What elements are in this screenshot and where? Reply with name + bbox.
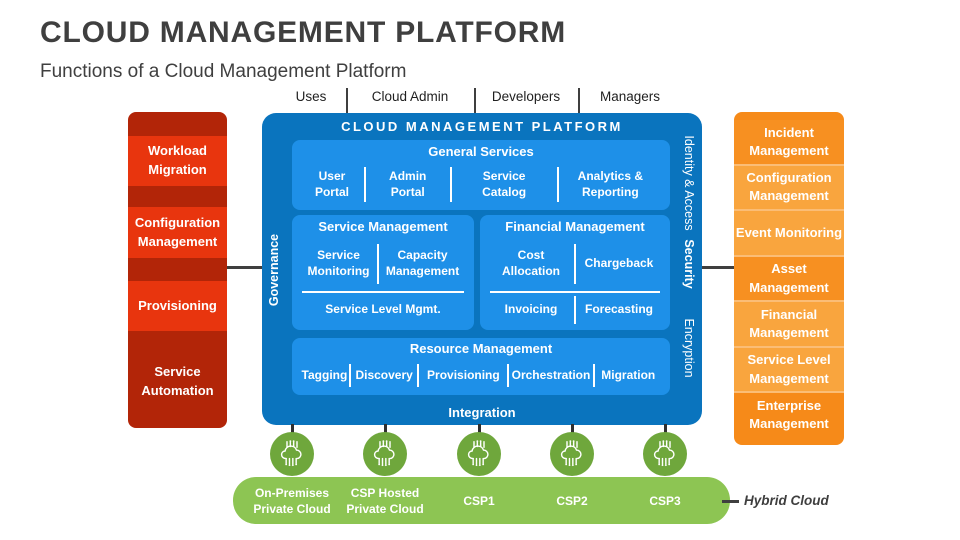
user-label-cloud-admin: Cloud Admin xyxy=(371,89,449,104)
sidebar-divider xyxy=(734,254,844,257)
left-connector-line xyxy=(227,266,262,269)
integration-label: Integration xyxy=(448,405,516,420)
service-management-row1: Service Monitoring Capacity Management xyxy=(300,241,466,287)
cloud-label-csp1: CSP1 xyxy=(463,493,495,508)
service-management-panel: Service Management Service Monitoring Ca… xyxy=(292,215,474,330)
general-services-item: Service Catalog xyxy=(482,168,527,199)
panel-divider xyxy=(574,244,576,284)
service-management-item: Capacity Management xyxy=(385,248,460,278)
cloud-label-csp-hosted: CSP Hosted Private Cloud xyxy=(346,485,424,516)
sidebar-divider xyxy=(734,209,844,212)
financial-management-item: Cost Allocation xyxy=(501,248,560,278)
panel-divider xyxy=(377,244,380,284)
sidebar-divider xyxy=(734,391,844,394)
left-sidebar: Workload Migration Configuration Managem… xyxy=(128,112,227,428)
general-services-item: Analytics & Reporting xyxy=(577,168,644,199)
cloud-connector-line xyxy=(291,424,294,434)
cloud-connector-line xyxy=(664,424,667,434)
cloud-network-icon xyxy=(457,432,501,476)
service-management-item: Service Level Mgmt. xyxy=(325,302,441,317)
left-sidebar-item-configuration-management: Configuration Management xyxy=(128,207,227,258)
panel-rule xyxy=(302,291,464,293)
general-services-panel: General Services User Portal Admin Porta… xyxy=(292,140,670,210)
general-services-row: User Portal Admin Portal Service Catalog… xyxy=(300,164,662,205)
panel-divider xyxy=(574,296,576,324)
panel-divider xyxy=(363,167,366,202)
financial-management-panel: Financial Management Cost Allocation Cha… xyxy=(480,215,670,330)
user-separator xyxy=(474,88,476,114)
user-separator xyxy=(578,88,580,114)
right-sidebar-item-enterprise-management: Enterprise Management xyxy=(749,398,829,432)
general-services-title: General Services xyxy=(428,144,534,159)
hybrid-cloud-bar: On-Premises Private Cloud CSP Hosted Pri… xyxy=(233,477,730,524)
financial-management-row2: Invoicing Forecasting xyxy=(488,295,662,325)
financial-management-item: Forecasting xyxy=(584,302,653,317)
left-sidebar-item-provisioning: Provisioning xyxy=(128,281,227,331)
right-sidebar: Incident Management Configuration Manage… xyxy=(734,112,844,445)
hybrid-cloud-connector xyxy=(722,500,739,503)
cloud-connector-line xyxy=(478,424,481,434)
left-sidebar-item-service-automation: Service Automation xyxy=(141,364,214,398)
panel-divider xyxy=(507,364,510,387)
right-sidebar-item-asset-management: Asset Management xyxy=(734,256,844,301)
resource-management-item: Orchestration xyxy=(511,367,591,382)
resource-management-item: Discovery xyxy=(355,367,413,382)
cloud-connector-line xyxy=(571,424,574,434)
governance-rail: Governance xyxy=(267,233,281,307)
panel-divider xyxy=(449,167,452,202)
platform-header: CLOUD MANAGEMENT PLATFORM xyxy=(341,119,623,134)
panel-divider xyxy=(417,364,420,387)
panel-rule xyxy=(490,291,660,293)
cloud-management-platform-box: CLOUD MANAGEMENT PLATFORM Governance Ide… xyxy=(262,113,702,425)
cloud-network-icon xyxy=(270,432,314,476)
page-subtitle: Functions of a Cloud Management Platform xyxy=(40,61,407,82)
resource-management-item: Migration xyxy=(601,367,656,382)
financial-management-title: Financial Management xyxy=(505,219,645,234)
user-separator xyxy=(346,88,348,114)
panel-divider xyxy=(348,364,351,387)
service-management-item: Service Monitoring xyxy=(307,248,370,278)
resource-management-item: Tagging xyxy=(301,367,348,382)
page-title: CLOUD MANAGEMENT PLATFORM xyxy=(40,16,567,49)
user-label-uses: Uses xyxy=(295,89,327,104)
general-services-item: User Portal xyxy=(314,168,349,199)
cloud-network-icon xyxy=(643,432,687,476)
sidebar-divider xyxy=(734,345,844,348)
right-sidebar-item-financial-management: Financial Management xyxy=(734,302,844,346)
left-sidebar-item-workload-migration: Workload Migration xyxy=(128,136,227,186)
cloud-connector-line xyxy=(384,424,387,434)
hybrid-cloud-label: Hybrid Cloud xyxy=(744,493,829,508)
resource-management-panel: Resource Management Tagging Discovery Pr… xyxy=(292,338,670,395)
right-sidebar-item-configuration-management: Configuration Management xyxy=(734,165,844,210)
financial-management-item: Chargeback xyxy=(584,256,654,271)
resource-management-title: Resource Management xyxy=(409,341,553,356)
right-sidebar-item-incident-management: Incident Management xyxy=(734,120,844,164)
sidebar-divider xyxy=(734,300,844,303)
right-connector-line xyxy=(702,266,734,269)
user-label-developers: Developers xyxy=(491,89,561,104)
panel-divider xyxy=(592,364,595,387)
service-management-row2: Service Level Mgmt. xyxy=(300,295,466,325)
financial-management-item: Invoicing xyxy=(504,302,558,317)
cloud-label-on-premises: On-Premises Private Cloud xyxy=(253,485,331,516)
cloud-network-icon xyxy=(363,432,407,476)
cloud-label-csp2: CSP2 xyxy=(556,493,588,508)
general-services-item: Admin Portal xyxy=(389,168,427,199)
right-sidebar-item-service-level-management: Service Level Management xyxy=(734,347,844,392)
user-label-managers: Managers xyxy=(599,89,661,104)
cloud-network-icon xyxy=(550,432,594,476)
sidebar-divider xyxy=(734,163,844,166)
resource-management-item: Provisioning xyxy=(427,367,500,382)
right-sidebar-item-event-monitoring: Event Monitoring xyxy=(734,211,844,255)
cloud-label-csp3: CSP3 xyxy=(649,493,681,508)
resource-management-row: Tagging Discovery Provisioning Orchestra… xyxy=(300,361,662,390)
panel-divider xyxy=(556,167,559,202)
financial-management-row1: Cost Allocation Chargeback xyxy=(488,241,662,287)
service-management-title: Service Management xyxy=(318,219,448,234)
